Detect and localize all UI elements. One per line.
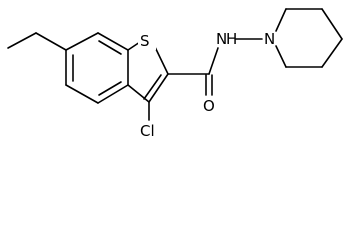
bond-benzene-4 bbox=[97, 84, 129, 104]
bond-benzene-3 bbox=[65, 84, 99, 104]
atom-label-sulfur: S bbox=[140, 32, 150, 50]
atom-label-chlorine: Cl bbox=[140, 122, 155, 140]
atom-label-hydrogen-amide: H bbox=[226, 30, 237, 48]
atom-label-nitrogen-ring: N bbox=[264, 30, 275, 48]
bond-benzene-double-3 bbox=[98, 40, 122, 55]
bond-carbonyl-nh bbox=[208, 47, 219, 75]
bond-pip-3 bbox=[321, 38, 343, 68]
bond-pip-6 bbox=[275, 8, 287, 32]
atom-label-oxygen: O bbox=[203, 97, 215, 115]
bond-benzene-7 bbox=[65, 32, 99, 51]
bond-c3-c3a bbox=[127, 84, 150, 103]
bond-pip-1 bbox=[275, 45, 287, 68]
bond-pip-4 bbox=[321, 8, 343, 40]
bond-methyl bbox=[7, 32, 37, 49]
bond-c2-c3 bbox=[148, 73, 169, 103]
bond-benzene-double-2 bbox=[98, 81, 122, 96]
bond-c2-c3-double bbox=[143, 74, 162, 100]
bond-benzene-6 bbox=[97, 32, 129, 51]
bond-s-c2 bbox=[154, 46, 169, 75]
molecule-diagram: S N H N O Cl bbox=[7, 8, 343, 140]
atom-label-nitrogen-amide: N bbox=[216, 30, 227, 48]
bond-benzene-1 bbox=[35, 32, 67, 51]
